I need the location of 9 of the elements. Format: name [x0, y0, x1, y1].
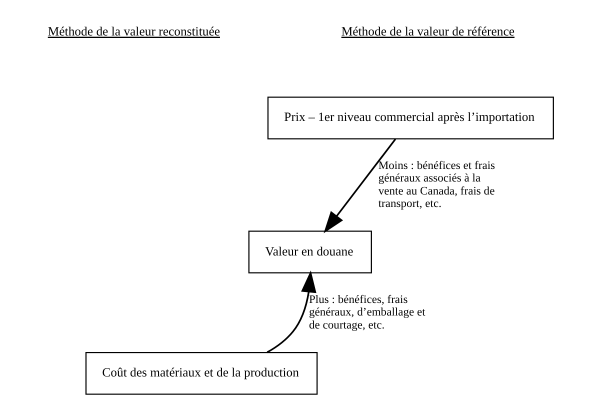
- node-box: Coût des matériaux et de la production: [85, 352, 318, 395]
- arrow: [266, 270, 316, 354]
- edge-label: Moins : bénéfices et frais généraux associés à la vente au Canada, frais de transport, etc.: [378, 160, 496, 210]
- node-box: Valeur en douane: [248, 230, 372, 274]
- label: Méthode de la valeur de référence: [341, 24, 515, 39]
- edge-label: Plus : bénéfices, frais généraux, d’emballage et de courtage, etc.: [309, 294, 426, 332]
- arrow: [324, 138, 396, 234]
- node-box: Prix – 1er niveau commercial après l’importation: [267, 96, 554, 140]
- label: Méthode de la valeur reconstituée: [48, 24, 220, 39]
